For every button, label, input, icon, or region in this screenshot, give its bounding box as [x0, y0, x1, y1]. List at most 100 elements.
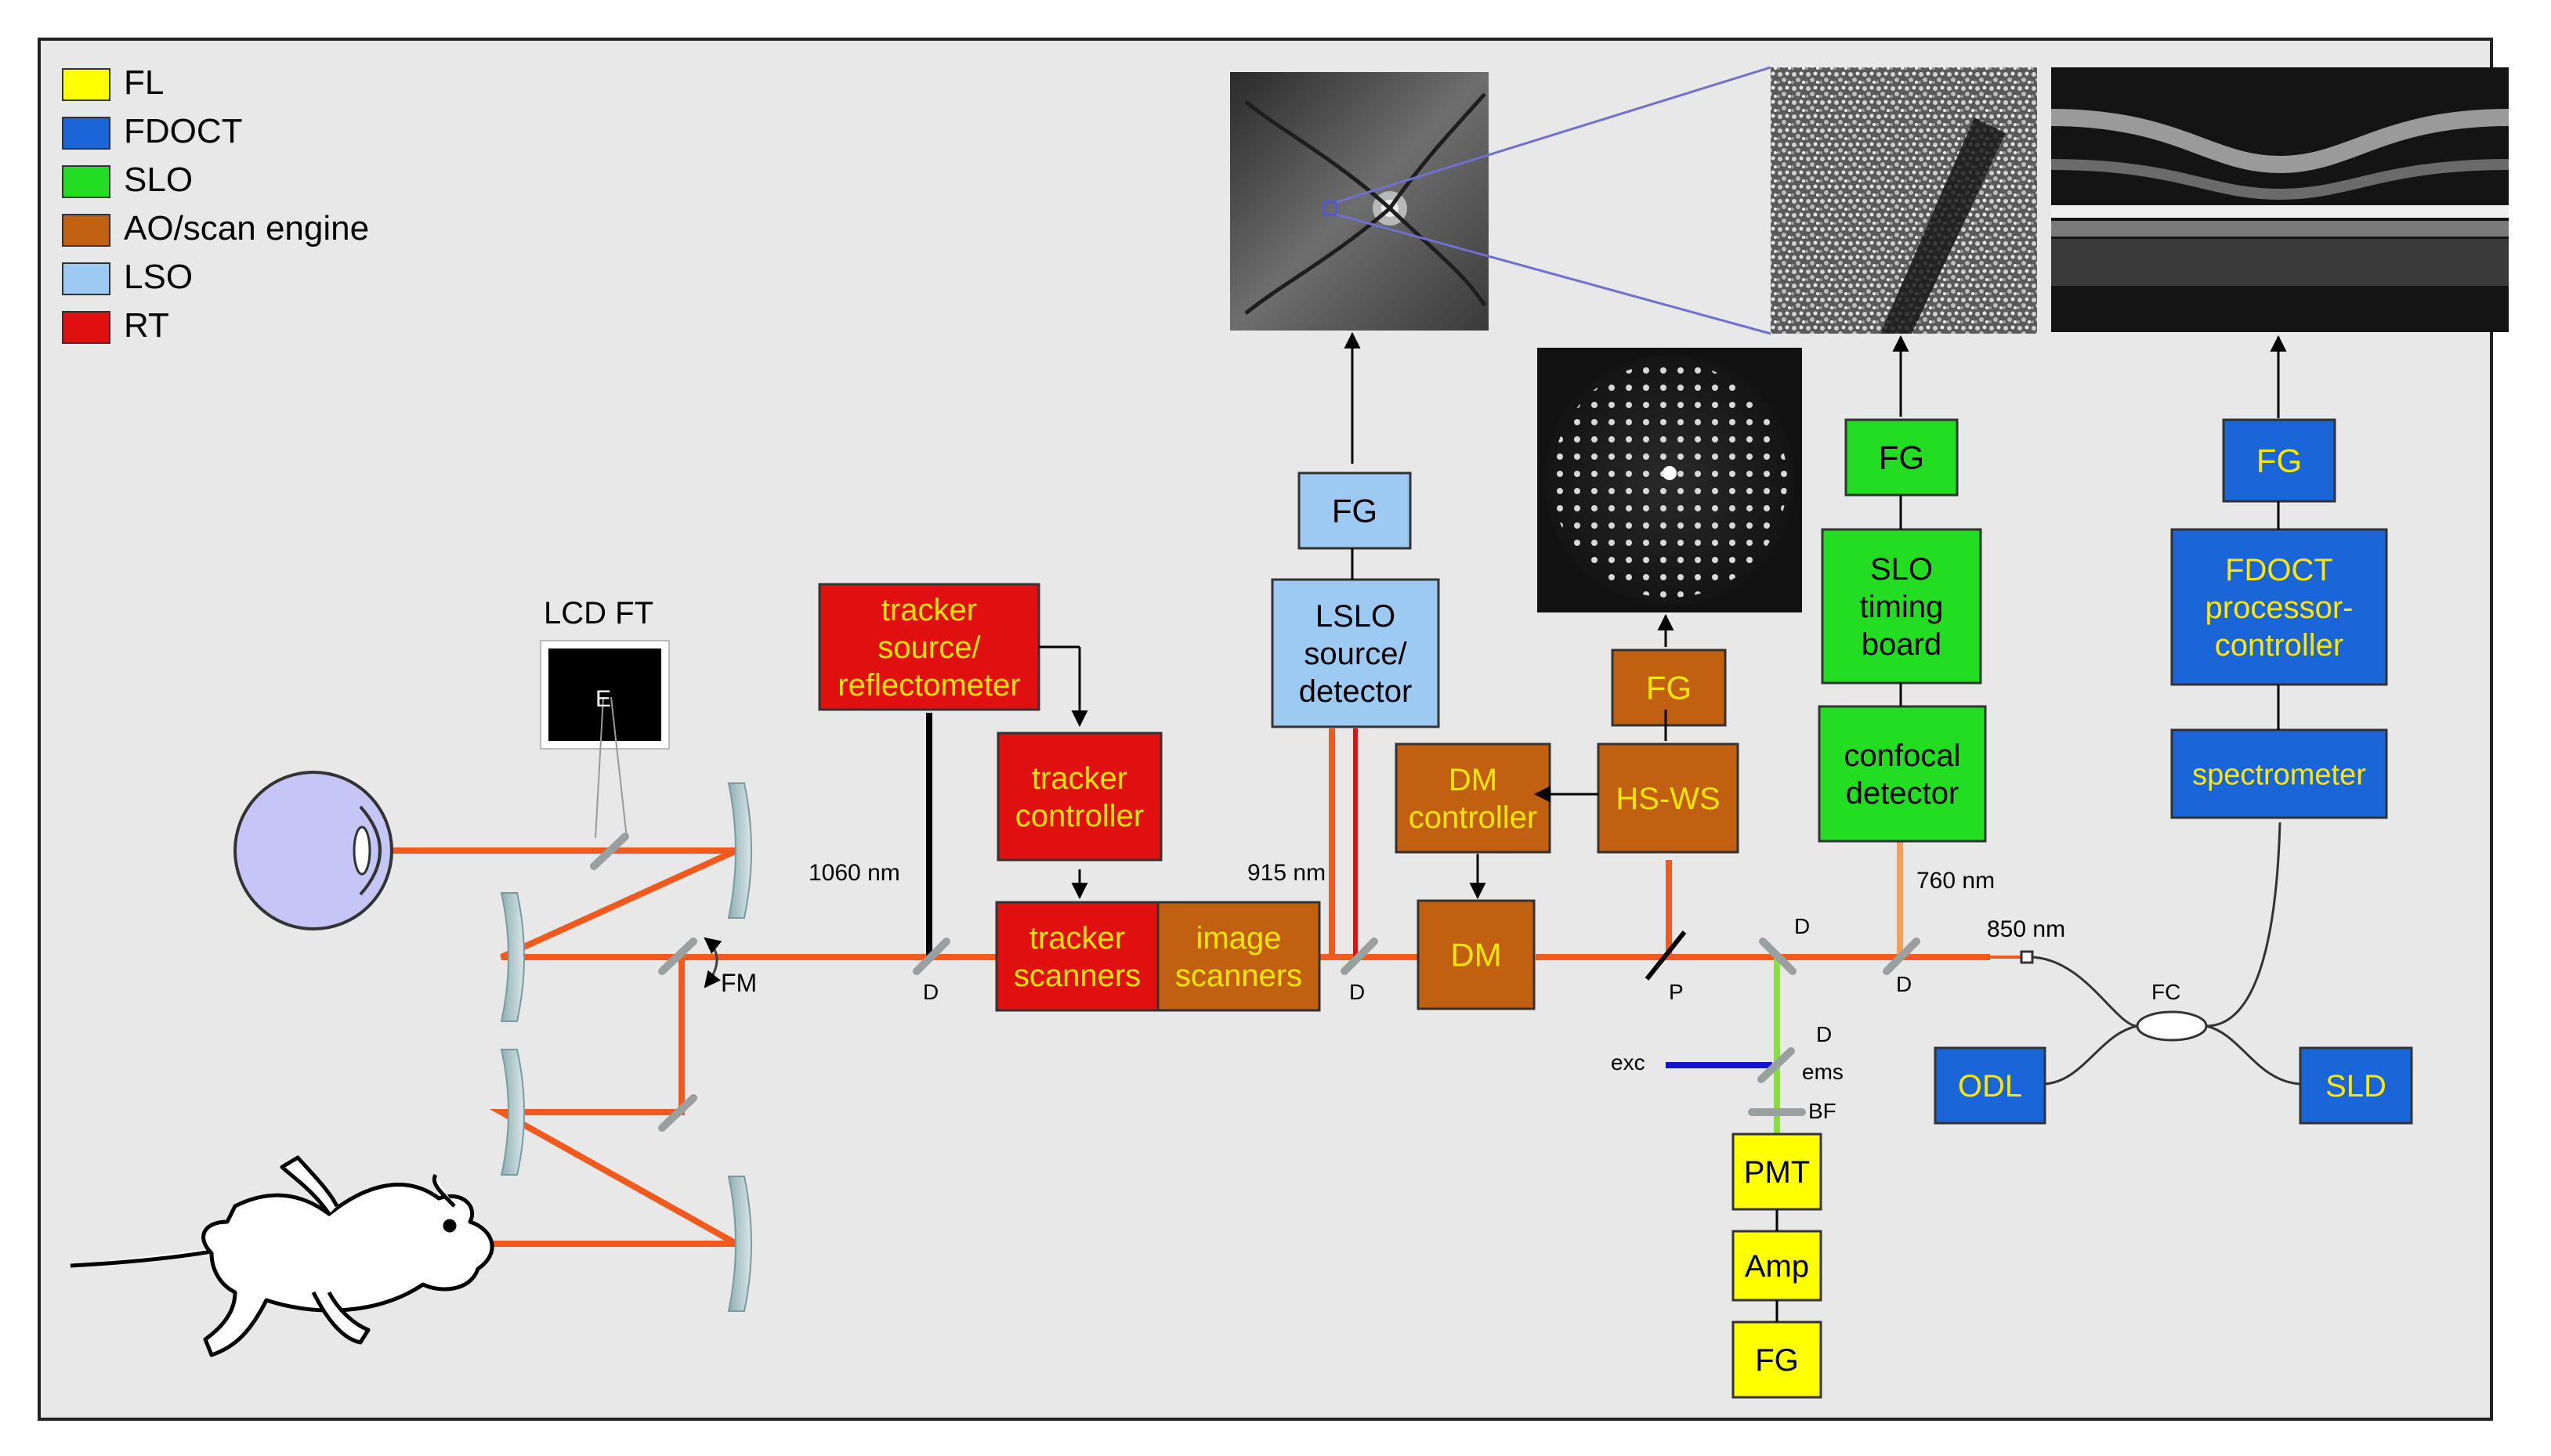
- fm-rotation-arrow: [704, 937, 722, 988]
- lcd-label: LCD FT: [544, 596, 653, 630]
- box-label: FDOCT: [2225, 553, 2333, 587]
- wavelength-915: 915 nm: [1247, 860, 1326, 886]
- oct-bscan-image: [2050, 67, 2509, 332]
- emission-label: ems: [1802, 1060, 1844, 1084]
- box-label: SLO: [1870, 552, 1933, 587]
- barrier-filter-label: BF: [1808, 1099, 1836, 1123]
- box-label: ODL: [1958, 1069, 2022, 1104]
- box-amp: Amp: [1731, 1230, 1822, 1302]
- legend-label: FL: [124, 63, 164, 102]
- fiber-coupler: [2020, 822, 2300, 1086]
- legend-swatch: [62, 117, 110, 150]
- box-hsws: HS-WS: [1597, 742, 1739, 854]
- box-label: timing: [1860, 590, 1944, 624]
- box-label: PMT: [1744, 1155, 1810, 1190]
- box-label: DM: [1449, 763, 1497, 797]
- box-lslo-fg: FG: [1297, 471, 1412, 550]
- box-label: FG: [1332, 493, 1377, 529]
- box-label: image: [1196, 921, 1282, 956]
- lcd-letter: E: [595, 686, 611, 712]
- box-label: source/: [1304, 637, 1407, 671]
- fiber-coupler-label: FC: [2151, 980, 2180, 1004]
- dichroic-label: D: [1349, 980, 1365, 1004]
- box-spectrometer: spectrometer: [2170, 728, 2388, 819]
- legend-label: LSO: [124, 258, 193, 296]
- legend-label: AO/scan engine: [124, 209, 369, 247]
- annotations: LCD FT E FM 1060 nm 915 nm 760 nm 850 nm…: [544, 596, 2180, 1123]
- lcd-display: [540, 640, 670, 839]
- excitation-label: exc: [1611, 1050, 1645, 1075]
- box-label: source/: [877, 630, 981, 665]
- legend-label: RT: [124, 306, 169, 345]
- legend-swatch: [62, 311, 110, 344]
- box-hsws-fg: FG: [1611, 649, 1727, 727]
- box-dm: DM: [1417, 899, 1536, 1010]
- box-sld: SLD: [2299, 1046, 2413, 1125]
- box-label: FG: [1646, 670, 1692, 706]
- box-label: reflectometer: [838, 668, 1020, 703]
- box-label: detector: [1846, 776, 1959, 811]
- curved-mirrors: [500, 782, 752, 1312]
- pellicle: [1645, 930, 1687, 981]
- box-label: FG: [2256, 443, 2302, 479]
- box-label: Amp: [1745, 1249, 1809, 1284]
- box-oct-fg: FG: [2222, 418, 2336, 503]
- box-label: controller: [1409, 800, 1538, 835]
- box-label: detector: [1299, 674, 1413, 709]
- dichroic-label: D: [923, 980, 939, 1004]
- box-label: spectrometer: [2192, 758, 2366, 791]
- box-label: DM: [1450, 937, 1501, 974]
- pellicle-label: P: [1669, 980, 1684, 1004]
- box-label: board: [1862, 627, 1941, 662]
- fundus-image: [1230, 72, 1489, 331]
- beam-splitters: [590, 833, 1920, 1132]
- dichroic-label: D: [1794, 914, 1810, 938]
- box-label: tracker: [1029, 921, 1125, 956]
- box-label: SLD: [2325, 1069, 2386, 1104]
- wavelength-850: 850 nm: [1987, 916, 2065, 942]
- legend-label: SLO: [124, 161, 193, 199]
- box-label: confocal: [1844, 739, 1961, 773]
- box-label: FG: [1879, 439, 1924, 476]
- legend-label: FDOCT: [124, 112, 243, 150]
- box-label: HS-WS: [1616, 782, 1720, 816]
- legend-swatch: [62, 262, 110, 295]
- box-slo-fg: FG: [1844, 418, 1959, 497]
- box-label: scanners: [1175, 959, 1302, 993]
- legend-swatch: [62, 68, 110, 101]
- box-label: FG: [1755, 1343, 1799, 1378]
- box-fdoct: FDOCT processor-controller: [2170, 528, 2388, 686]
- box-label: processor-: [2205, 591, 2354, 625]
- shack-hartmann-image: [1537, 348, 1802, 612]
- wavelength-760: 760 nm: [1916, 868, 1995, 894]
- wavelength-1060: 1060 nm: [809, 860, 900, 886]
- legend-swatch: [62, 214, 110, 247]
- box-label: controller: [2215, 628, 2344, 663]
- dichroic-label: D: [1896, 972, 1912, 996]
- magnification-lines: [1336, 66, 1771, 335]
- box-pmt: PMT: [1731, 1133, 1822, 1211]
- dichroic-label: D: [1816, 1022, 1832, 1046]
- fm-label: FM: [721, 969, 757, 997]
- eye-icon: [233, 771, 393, 930]
- box-label: LSLO: [1315, 599, 1395, 634]
- legend-swatch: [62, 165, 110, 198]
- mouse-icon: [70, 1155, 494, 1357]
- box-label: controller: [1015, 799, 1145, 833]
- box-label: tracker: [1032, 761, 1127, 796]
- photoreceptor-image: [1771, 67, 2037, 334]
- box-odl: ODL: [1934, 1046, 2046, 1125]
- box-fl-fg: FG: [1731, 1321, 1822, 1399]
- signal-arrows: [1042, 331, 2287, 1322]
- box-label: scanners: [1014, 959, 1141, 993]
